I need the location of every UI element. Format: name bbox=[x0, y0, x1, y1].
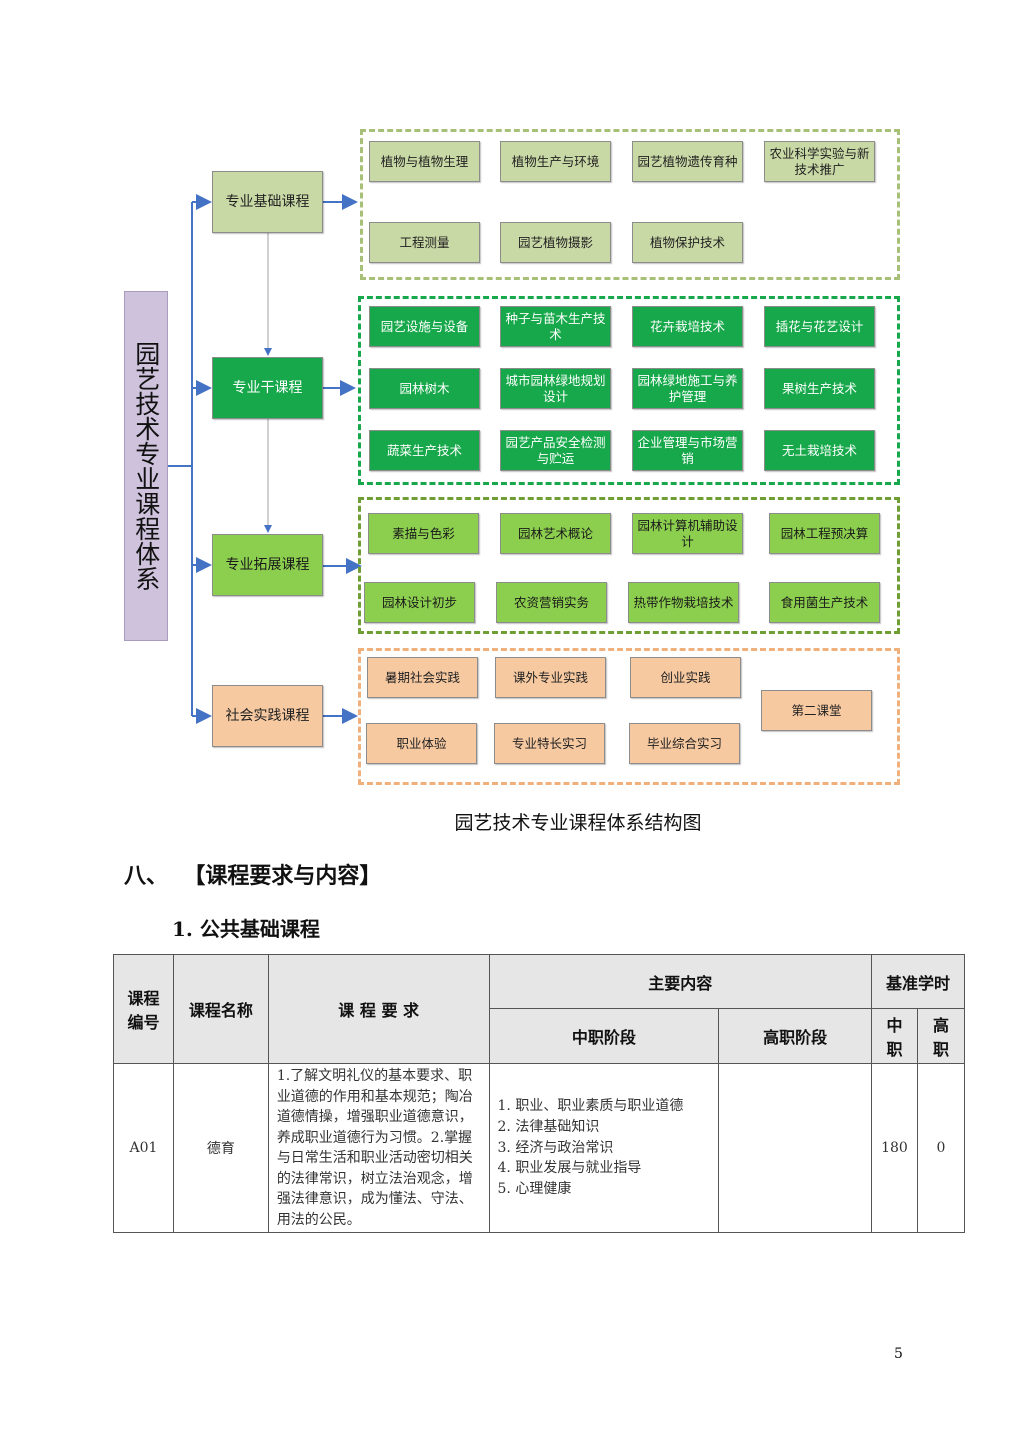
course-box: 园艺设施与设备 bbox=[369, 306, 480, 347]
course-box: 课外专业实践 bbox=[495, 657, 606, 698]
course-box: 园林设计初步 bbox=[364, 582, 475, 623]
header-hours-secondary: 中职 bbox=[870, 1008, 918, 1064]
course-box: 植物生产与环境 bbox=[500, 141, 611, 182]
content-item: 1. 职业、职业素质与职业道德 bbox=[497, 1098, 684, 1114]
course-box: 园林树木 bbox=[369, 368, 480, 409]
course-box: 食用菌生产技术 bbox=[769, 582, 880, 623]
course-box: 种子与苗木生产技术 bbox=[500, 306, 611, 347]
header-higher: 高职阶段 bbox=[718, 1008, 872, 1064]
header-hours-higher: 高职 bbox=[916, 1008, 966, 1064]
group-extension bbox=[358, 497, 900, 634]
category-box: 专业基础课程 bbox=[212, 171, 323, 233]
course-box: 职业体验 bbox=[366, 723, 477, 764]
cell-requirements: 1.了解文明礼仪的基本要求、职业道德的作用和基本规范；陶冶道德情操，增强职业道德… bbox=[267, 1063, 490, 1233]
course-box: 园林艺术概论 bbox=[500, 513, 611, 554]
course-box: 植物与植物生理 bbox=[369, 141, 480, 182]
course-box: 第二课堂 bbox=[761, 690, 872, 731]
course-box: 花卉栽培技术 bbox=[632, 306, 743, 347]
cell-code: A01 bbox=[113, 1063, 174, 1233]
content-item: 3. 经济与政治常识 bbox=[497, 1139, 614, 1156]
course-box: 园艺产品安全检测与贮运 bbox=[500, 430, 611, 471]
course-box: 园艺植物遗传育种 bbox=[632, 141, 743, 182]
cell-higher-content bbox=[718, 1063, 872, 1233]
content-item: 4. 职业发展与就业指导 bbox=[497, 1160, 642, 1177]
course-box: 素描与色彩 bbox=[368, 513, 479, 554]
header-requirements: 课 程 要 求 bbox=[267, 954, 490, 1064]
category-box: 社会实践课程 bbox=[212, 685, 323, 747]
header-code: 课程编号 bbox=[113, 954, 174, 1064]
course-box: 农业科学实验与新技术推广 bbox=[764, 141, 875, 182]
page-number: 5 bbox=[894, 1346, 903, 1362]
course-box: 毕业综合实习 bbox=[629, 723, 740, 764]
content-item: 2. 法律基础知识 bbox=[497, 1118, 600, 1135]
header-main-content: 主要内容 bbox=[488, 954, 872, 1009]
cell-name: 德育 bbox=[172, 1063, 269, 1233]
header-name: 课程名称 bbox=[172, 954, 269, 1064]
group-foundation bbox=[360, 129, 900, 280]
diagram-connectors bbox=[168, 194, 362, 724]
header-secondary: 中职阶段 bbox=[488, 1008, 720, 1064]
course-table: 课程编号 课程名称 课 程 要 求 主要内容 基准学时 中职阶段 高职阶段 中职… bbox=[113, 954, 966, 1233]
diagram-caption: 园艺技术专业课程体系结构图 bbox=[454, 812, 702, 834]
course-box: 插花与花艺设计 bbox=[764, 306, 875, 347]
course-box: 果树生产技术 bbox=[764, 368, 875, 409]
course-box: 企业管理与市场营销 bbox=[632, 430, 743, 471]
diagram-root-title: 园艺技术专业课程体系 bbox=[124, 291, 168, 641]
course-box: 城市园林绿地规划设计 bbox=[500, 368, 611, 409]
cell-hours-secondary: 180 bbox=[870, 1063, 918, 1233]
course-box: 园林计算机辅助设计 bbox=[632, 513, 743, 554]
section-subheading: 1. 公共基础课程 bbox=[172, 917, 320, 941]
course-box: 农资营销实务 bbox=[496, 582, 607, 623]
course-box: 热带作物栽培技术 bbox=[628, 582, 739, 623]
group-core bbox=[358, 296, 900, 485]
cell-hours-higher: 0 bbox=[916, 1063, 966, 1233]
section-heading: 八、 【课程要求与内容】 bbox=[124, 863, 382, 889]
course-box: 园林工程预决算 bbox=[769, 513, 880, 554]
group-practice bbox=[358, 648, 900, 785]
course-box: 工程测量 bbox=[369, 222, 480, 263]
header-hours: 基准学时 bbox=[870, 954, 966, 1009]
course-box: 专业特长实习 bbox=[494, 723, 605, 764]
course-box: 暑期社会实践 bbox=[367, 657, 478, 698]
course-box: 蔬菜生产技术 bbox=[369, 430, 480, 471]
course-box: 园林绿地施工与养护管理 bbox=[632, 368, 743, 409]
cell-secondary-content: 1. 职业、职业素质与职业道德 2. 法律基础知识 3. 经济与政治常识 4. … bbox=[488, 1063, 720, 1233]
category-box: 专业干课程 bbox=[212, 357, 323, 419]
course-box: 园艺植物摄影 bbox=[500, 222, 611, 263]
content-item: 5. 心理健康 bbox=[497, 1181, 572, 1198]
table-row: A01 德育 1.了解文明礼仪的基本要求、职业道德的作用和基本规范；陶冶道德情操… bbox=[113, 1063, 966, 1233]
course-box: 植物保护技术 bbox=[632, 222, 743, 263]
course-box: 创业实践 bbox=[630, 657, 741, 698]
course-box: 无土栽培技术 bbox=[764, 430, 875, 471]
category-box: 专业拓展课程 bbox=[212, 534, 323, 596]
